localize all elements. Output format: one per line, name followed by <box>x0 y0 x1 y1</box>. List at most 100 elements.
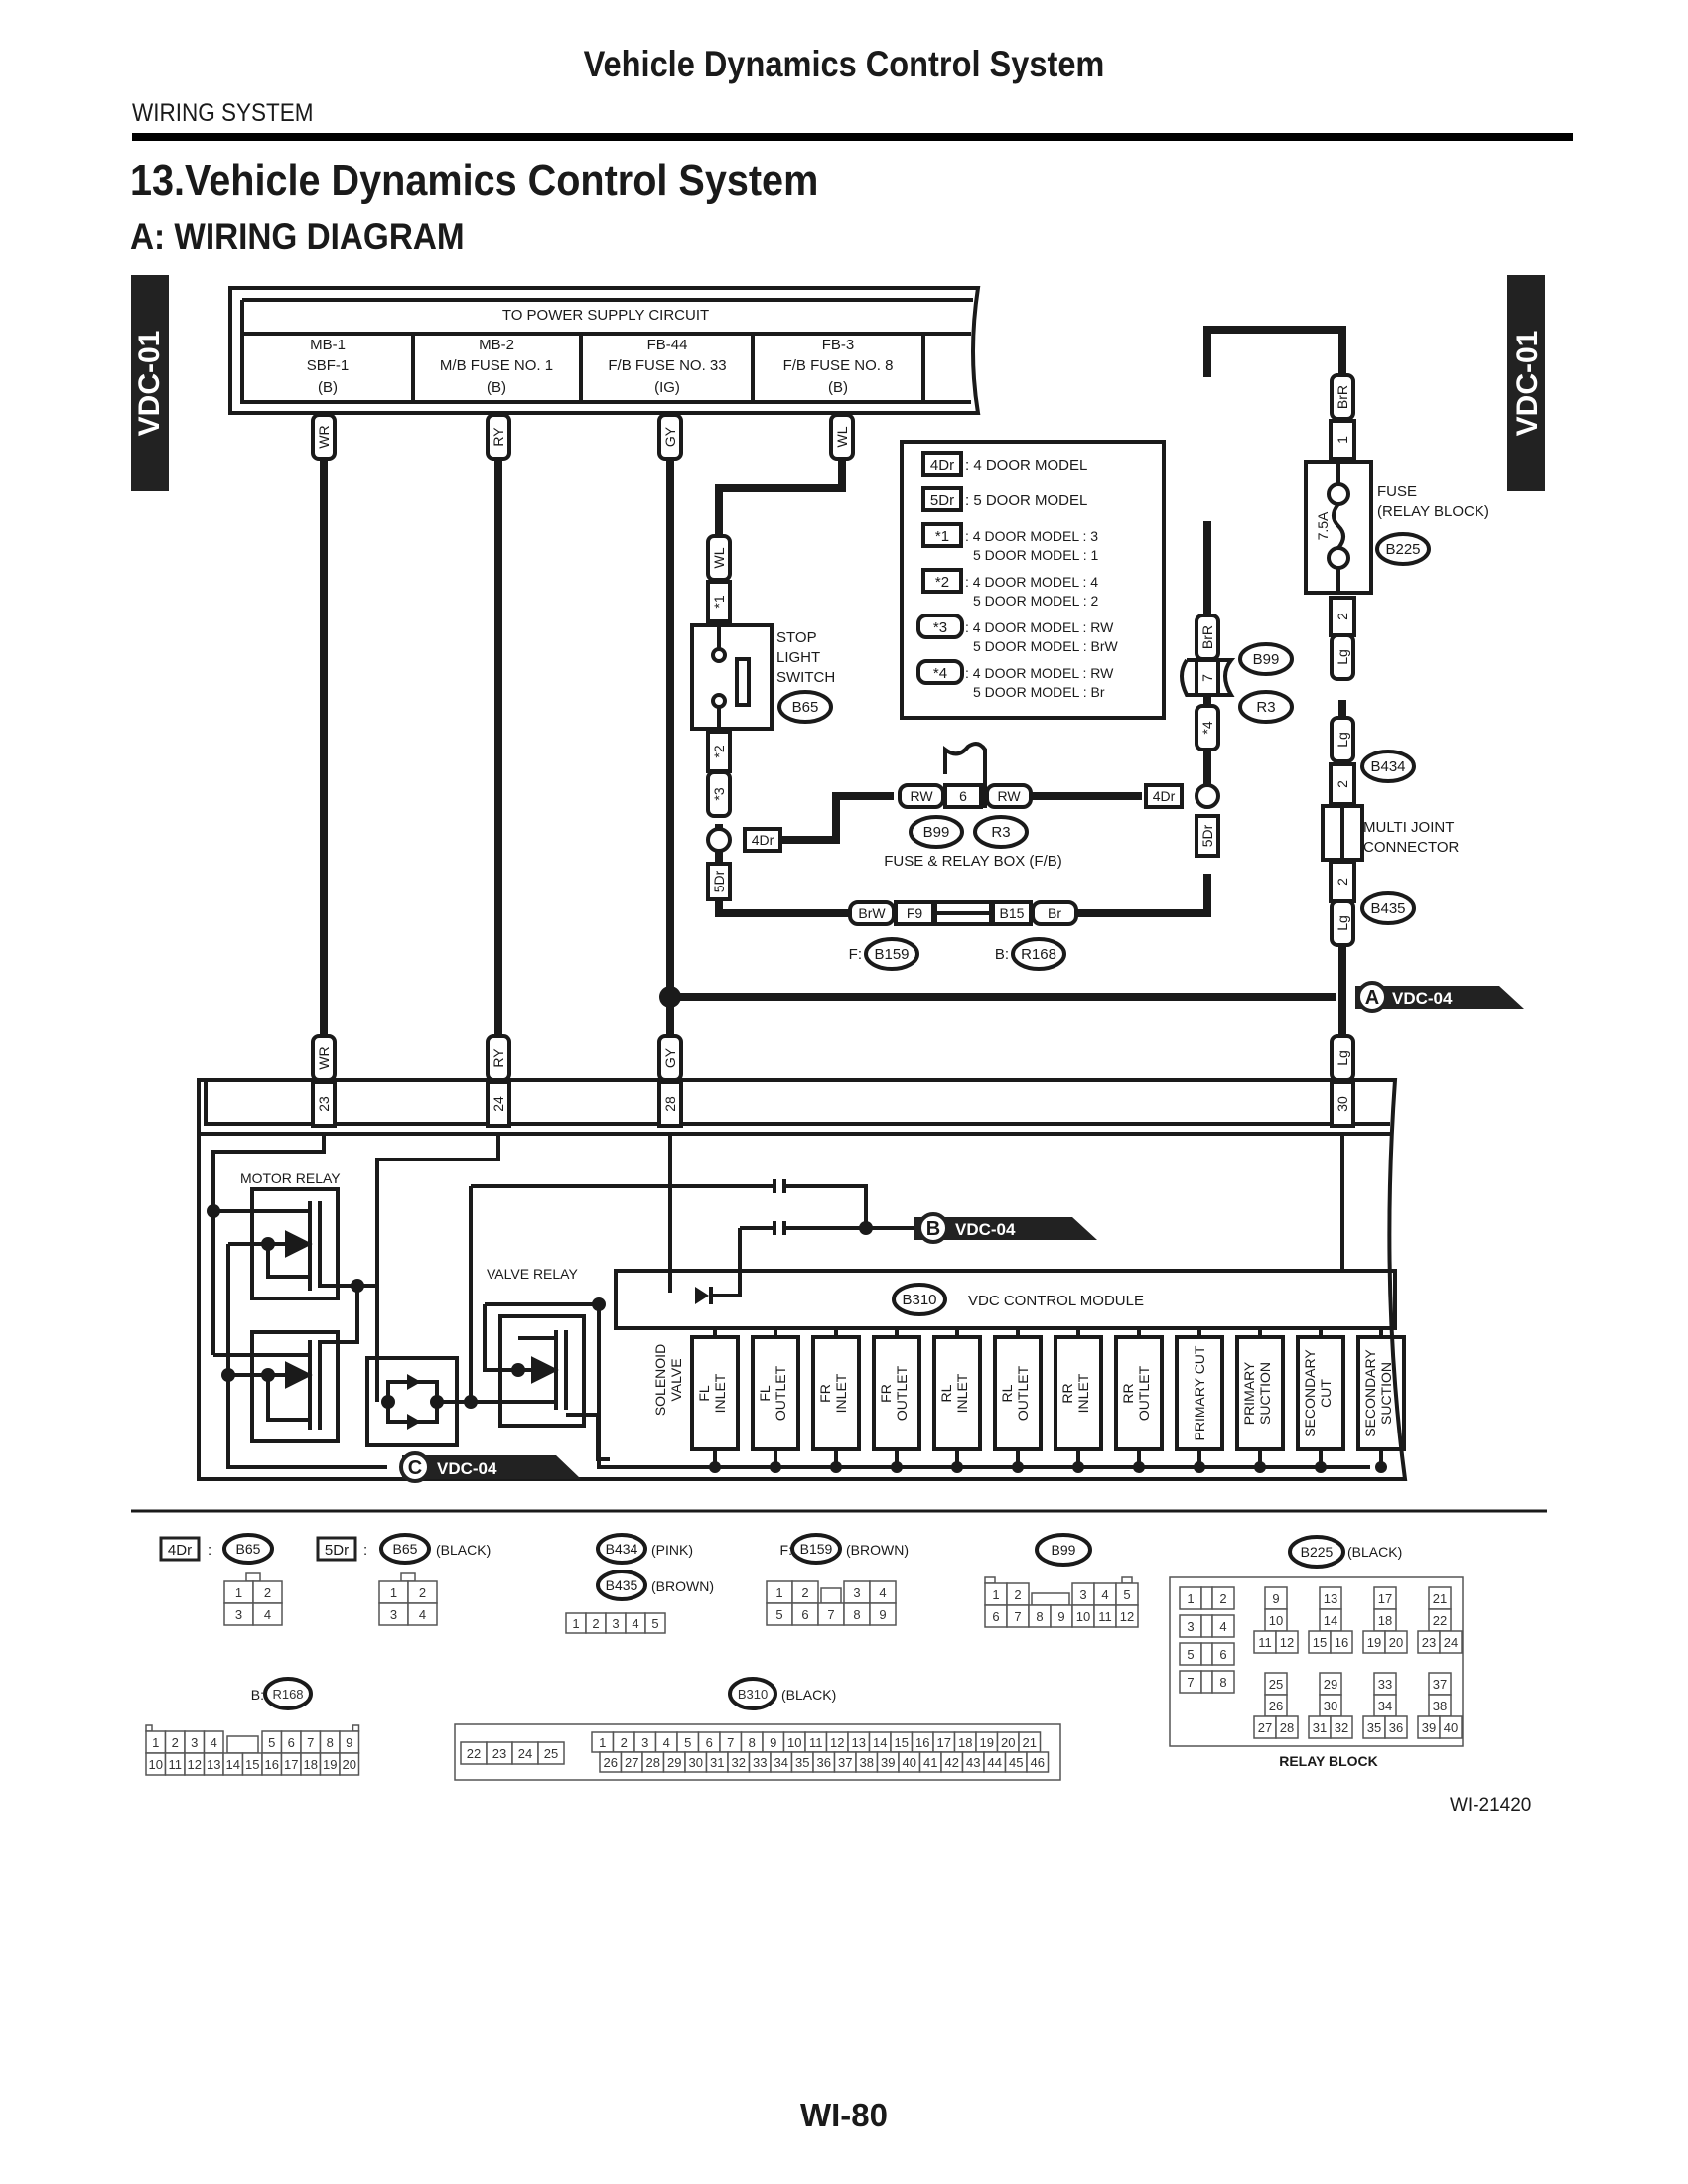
junction-dot <box>830 1461 842 1473</box>
svg-text:FB-3: FB-3 <box>822 337 855 353</box>
svg-text:(B): (B) <box>828 379 848 396</box>
valve-relay-label: VALVE RELAY <box>487 1266 578 1282</box>
pin-number: 18 <box>1378 1613 1392 1628</box>
valve-label-line1: RL <box>938 1384 954 1402</box>
pin-number: 11 <box>809 1735 823 1750</box>
junction-dot <box>1072 1461 1084 1473</box>
pin-number: 1 <box>992 1587 999 1602</box>
pin-number: 6 <box>706 1735 713 1750</box>
pin-cell <box>407 1602 438 1626</box>
pin-number: 14 <box>226 1757 240 1772</box>
svg-text:VDC-01: VDC-01 <box>1511 331 1544 437</box>
valve-label-line2: INLET <box>1075 1373 1091 1413</box>
svg-text:Br: Br <box>1048 905 1061 921</box>
svg-text:CONNECTOR: CONNECTOR <box>1363 839 1460 856</box>
svg-text:B99: B99 <box>1253 651 1280 668</box>
pin-cell <box>339 1752 360 1776</box>
svg-text:B435: B435 <box>1370 900 1405 917</box>
pin-number: 1 <box>235 1585 242 1600</box>
svg-text:4Dr: 4Dr <box>752 832 774 848</box>
svg-text:F:: F: <box>849 946 862 963</box>
pin-number: 40 <box>1444 1720 1458 1735</box>
side-tab-left: VDC-01 <box>131 275 169 491</box>
pin-number: 21 <box>1433 1591 1447 1606</box>
pin-number: 13 <box>207 1757 220 1772</box>
svg-text:B:: B: <box>995 946 1009 963</box>
svg-text:LIGHT: LIGHT <box>776 649 820 666</box>
svg-text:5Dr: 5Dr <box>711 870 727 892</box>
pin-number: 17 <box>284 1757 298 1772</box>
pin-number: 42 <box>945 1755 959 1770</box>
pin-number: 13 <box>1324 1591 1337 1606</box>
pin-number: 6 <box>992 1609 999 1624</box>
pin-number: 1 <box>599 1735 606 1750</box>
stop-light-switch: WL *1 STOP LIGHT SWITCH B65 *2 *3 4Dr 5D… <box>690 534 835 901</box>
pin-number: 19 <box>323 1757 337 1772</box>
solenoid-valve: PRIMARY CUT <box>1175 1328 1224 1473</box>
pin-number: 20 <box>1001 1735 1015 1750</box>
pin-cell <box>1200 1614 1213 1638</box>
valve-label-line1: RL <box>999 1384 1015 1402</box>
valve-label-line2: CUT <box>1318 1379 1334 1408</box>
svg-text:MULTI JOINT: MULTI JOINT <box>1363 819 1454 836</box>
multi-joint-connector: Lg 2 2 Lg B434 MULTI JOINT CONNECTOR B43… <box>1321 716 1460 947</box>
pin-number: 30 <box>689 1755 703 1770</box>
svg-text:B434: B434 <box>1370 758 1405 775</box>
valve-label-line1: RR <box>1059 1383 1075 1403</box>
svg-text:C: C <box>408 1457 422 1479</box>
pin-number: 32 <box>732 1755 746 1770</box>
pin-number: 24 <box>1444 1635 1458 1650</box>
pin-number: 15 <box>1313 1635 1327 1650</box>
pin-number: 12 <box>1120 1609 1134 1624</box>
svg-text:: 4 DOOR MODEL: : 4 DOOR MODEL <box>965 457 1087 474</box>
svg-text:(B): (B) <box>318 379 338 396</box>
svg-text:B99: B99 <box>1052 1542 1076 1558</box>
pin-number: 14 <box>873 1735 887 1750</box>
svg-text:(BLACK): (BLACK) <box>1347 1544 1402 1560</box>
svg-text:24: 24 <box>491 1096 506 1112</box>
pin-number: 28 <box>1280 1720 1294 1735</box>
svg-text:B435: B435 <box>606 1577 638 1593</box>
pin-number: 17 <box>937 1735 951 1750</box>
junction-dot <box>891 1461 903 1473</box>
ref-c-vdc-04: C VDC-04 <box>399 1451 581 1483</box>
svg-text:: 4 DOOR MODEL : 3: : 4 DOOR MODEL : 3 <box>965 528 1098 544</box>
pin-number: 7 <box>307 1735 314 1750</box>
junction-dot <box>1012 1461 1024 1473</box>
pin-number: 1 <box>1187 1591 1194 1606</box>
svg-text:2: 2 <box>1335 613 1350 620</box>
pin-number: 3 <box>1079 1587 1086 1602</box>
pin-number: 23 <box>492 1746 506 1761</box>
pin-number: 1 <box>390 1585 397 1600</box>
svg-text:MB-2: MB-2 <box>479 337 514 353</box>
pin-number: 37 <box>838 1755 852 1770</box>
svg-text:FUSE & RELAY BOX (F/B): FUSE & RELAY BOX (F/B) <box>884 853 1062 870</box>
svg-text:F:: F: <box>780 1542 792 1558</box>
svg-text:(RELAY BLOCK): (RELAY BLOCK) <box>1377 503 1489 520</box>
pin-number: 8 <box>327 1735 334 1750</box>
pin-number: 4 <box>879 1585 886 1600</box>
pin-number: 16 <box>265 1757 279 1772</box>
legend-box: 4Dr: 4 DOOR MODEL 5Dr: 5 DOOR MODEL *1: … <box>900 440 1166 720</box>
pin-cell <box>1026 1751 1050 1773</box>
junction-dot <box>1254 1461 1266 1473</box>
pin-number: 1 <box>152 1735 159 1750</box>
pin-number: 9 <box>1057 1609 1064 1624</box>
svg-text:WR: WR <box>316 425 332 448</box>
pin-number: 37 <box>1433 1677 1447 1692</box>
junction-dot <box>1133 1461 1145 1473</box>
valve-label-line2: OUTLET <box>894 1365 910 1421</box>
connector-ref-b65: B65 <box>792 699 819 716</box>
svg-text:Lg: Lg <box>1335 915 1350 931</box>
svg-text:*1: *1 <box>711 595 727 608</box>
svg-text:SBF-1: SBF-1 <box>307 357 350 374</box>
svg-text:BrR: BrR <box>1199 625 1215 649</box>
pin-number: 4 <box>632 1616 638 1631</box>
svg-text:6: 6 <box>959 788 967 804</box>
svg-text:M/B FUSE NO. 1: M/B FUSE NO. 1 <box>440 357 553 374</box>
pin-number: 11 <box>169 1757 183 1772</box>
svg-text:23: 23 <box>316 1096 332 1112</box>
pin-number: 12 <box>1280 1635 1294 1650</box>
pin-cell <box>1200 1642 1213 1666</box>
